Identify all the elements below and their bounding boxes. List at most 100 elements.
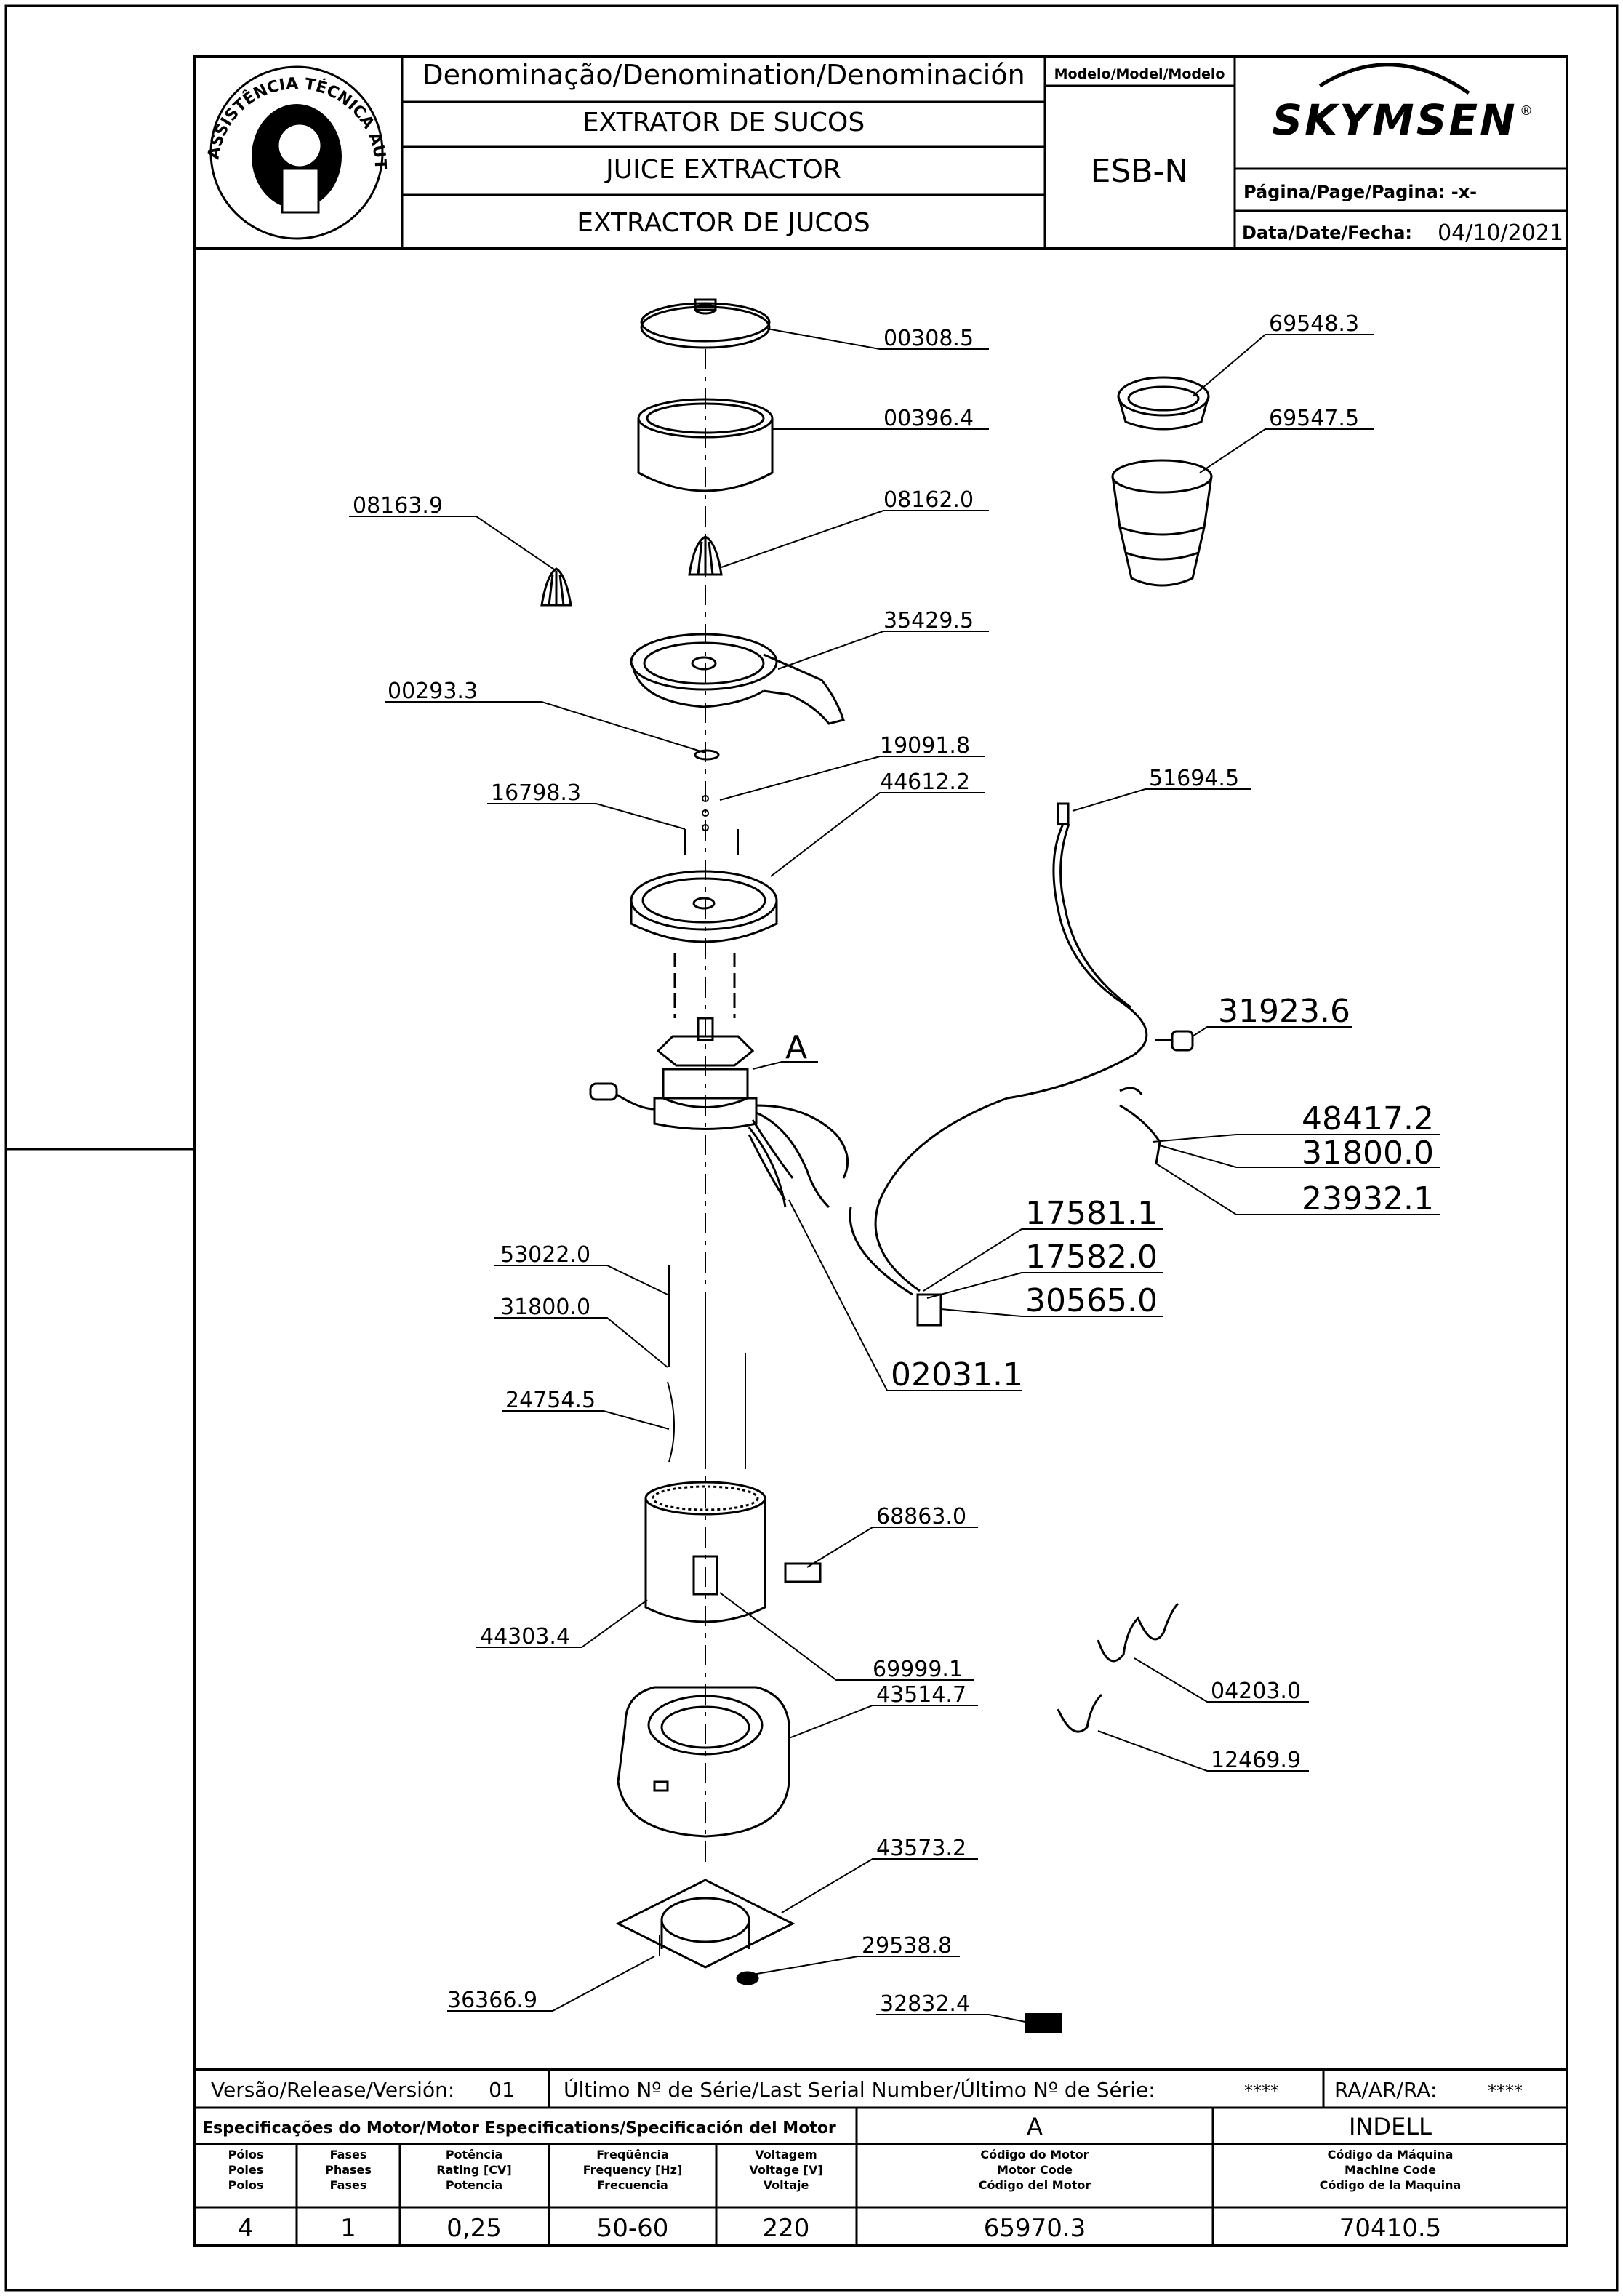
- part-label: 12469.9: [1211, 1748, 1301, 1773]
- brand-swoosh: [1318, 63, 1470, 95]
- part-label: 51694.5: [1149, 766, 1239, 791]
- motor-brand-value: INDELL: [1349, 2113, 1432, 2140]
- product-name-es: EXTRACTOR DE JUCOS: [577, 208, 870, 238]
- part-label: 19091.8: [880, 733, 970, 759]
- part-label: 69548.3: [1269, 311, 1359, 337]
- spec-header-es: Voltaje: [764, 2178, 809, 2192]
- power-cord-part: [849, 802, 1148, 1296]
- spec-value: 65970.3: [984, 2214, 1086, 2243]
- cup-part: [1111, 459, 1213, 587]
- part-label: 08163.9: [353, 493, 443, 519]
- collector-part: [630, 870, 778, 1018]
- part-label: 17581.1: [1025, 1195, 1158, 1232]
- part-labels: 00308.5 00396.4 08162.0 08163.9 35429.5 …: [353, 311, 1434, 2017]
- motor-part: [589, 1017, 849, 1209]
- spec-header-en: Machine Code: [1345, 2163, 1436, 2177]
- spec-header-en: Frequency [Hz]: [583, 2163, 683, 2177]
- spec-header-pt: Voltagem: [755, 2148, 817, 2161]
- exploded-drawing: [349, 298, 1440, 2033]
- model-value: ESB-N: [1091, 153, 1189, 190]
- serial-value: ****: [1244, 2081, 1279, 2101]
- spec-value: 1: [340, 2214, 356, 2243]
- terminals-part: [1119, 1087, 1161, 1164]
- switch-knob-part: [1155, 1030, 1194, 1052]
- brand-registered-mark: ®: [1520, 103, 1533, 119]
- spec-value: 50-60: [597, 2214, 669, 2243]
- lid-part: [640, 298, 771, 349]
- part-label: 00293.3: [388, 679, 478, 704]
- spec-header-en: Voltage [V]: [749, 2163, 822, 2177]
- part-label: 44612.2: [880, 769, 970, 795]
- part-label: 31923.6: [1218, 993, 1350, 1030]
- part-label: 17582.0: [1025, 1239, 1158, 1276]
- part-label: 00396.4: [883, 406, 974, 431]
- spec-header-es: Polos: [228, 2178, 264, 2192]
- screws-part: [684, 795, 739, 855]
- springs-part: [1057, 1602, 1179, 1733]
- part-label: 04203.0: [1211, 1679, 1301, 1704]
- leader-lines: [349, 328, 1440, 2023]
- filter-basket-part: [1117, 376, 1210, 431]
- date-value: 04/10/2021: [1438, 220, 1563, 246]
- spec-header-pt: Fases: [330, 2148, 367, 2161]
- date-label: Data/Date/Fecha:: [1242, 223, 1412, 243]
- reamer-small-part: [540, 567, 572, 607]
- spec-header-es: Fases: [330, 2178, 367, 2192]
- part-label: 68863.0: [876, 1504, 966, 1529]
- model-heading: Modelo/Model/Modelo: [1054, 66, 1225, 82]
- version-value: 01: [489, 2078, 515, 2102]
- spec-value: 70410.5: [1339, 2214, 1442, 2243]
- spec-header-es: Potencia: [446, 2178, 502, 2192]
- sheet-frame: [4, 4, 1619, 2292]
- spec-header-en: Motor Code: [997, 2163, 1073, 2177]
- serial-label: Último Nº de Série/Last Serial Number/Úl…: [564, 2077, 1155, 2102]
- spout-bowl-part: [630, 633, 845, 725]
- spec-value: 4: [238, 2214, 254, 2243]
- part-label: 43514.7: [876, 1682, 966, 1708]
- part-label: 44303.4: [480, 1624, 570, 1649]
- bottom-plate-part: [615, 1879, 796, 1969]
- part-label: 69999.1: [873, 1657, 963, 1682]
- spec-header-pt: Freqüência: [596, 2148, 669, 2161]
- ra-value: ****: [1488, 2081, 1523, 2101]
- assembly-marker-label: A: [785, 1029, 807, 1066]
- footer-table-lines: [195, 2068, 1567, 2246]
- spec-value: 0,25: [446, 2214, 502, 2243]
- part-label: 02031.1: [891, 1356, 1023, 1393]
- spec-header-pt: Pólos: [228, 2148, 264, 2161]
- product-name-pt: EXTRATOR DE SUCOS: [582, 108, 865, 137]
- spec-header-en: Phases: [325, 2163, 372, 2177]
- spec-header-en: Rating [CV]: [436, 2163, 511, 2177]
- spec-header-pt: Potência: [446, 2148, 502, 2161]
- spec-header-es: Código del Motor: [979, 2178, 1091, 2192]
- part-label: 23932.1: [1302, 1180, 1434, 1217]
- product-name-en: JUICE EXTRACTOR: [604, 155, 841, 185]
- part-label: 00308.5: [883, 326, 974, 351]
- motor-spec-columns: PólosPolesPolos4FasesPhasesFases1Potênci…: [228, 2148, 1462, 2243]
- part-label: 53022.0: [500, 1242, 590, 1268]
- part-label: 29538.8: [862, 1933, 952, 1959]
- feet-part: [659, 1935, 759, 1985]
- assembly-marker-leader: [752, 1061, 818, 1070]
- motor-spec-label: Especificações do Motor/Motor Especifica…: [202, 2119, 836, 2137]
- motor-housing-part: [644, 1481, 766, 1623]
- gasket-part: [694, 749, 720, 761]
- spec-header-pt: Código da Máquina: [1328, 2148, 1454, 2161]
- part-label: 24754.5: [505, 1388, 596, 1413]
- spec-header-pt: Código do Motor: [980, 2148, 1089, 2161]
- label-part: [784, 1562, 822, 1583]
- motor-type-value: A: [1027, 2113, 1043, 2140]
- title-block: [195, 57, 1567, 250]
- reamer-large-part: [688, 535, 723, 576]
- part-label: 16798.3: [491, 780, 581, 806]
- part-label: 31800.0: [1302, 1135, 1434, 1172]
- base-part: [617, 1686, 790, 1838]
- part-label: 69547.5: [1269, 406, 1359, 431]
- denomination-heading: Denominação/Denomination/Denominación: [422, 59, 1025, 91]
- black-spacer-part: [1025, 2013, 1062, 2033]
- part-label: 36366.9: [447, 1988, 537, 2013]
- ra-label: RA/AR/RA:: [1334, 2078, 1437, 2102]
- page-label: Página/Page/Pagina: -x-: [1243, 182, 1477, 202]
- spec-header-en: Poles: [228, 2163, 264, 2177]
